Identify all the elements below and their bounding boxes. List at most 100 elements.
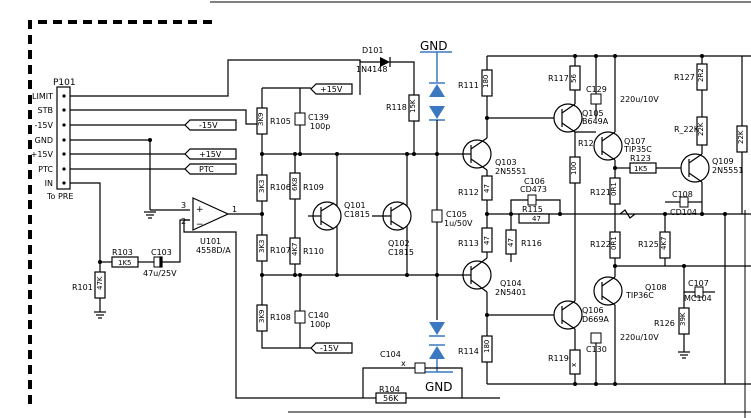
capacitor-c103: C103 47u/25V: [143, 219, 190, 278]
r110-value: 4K7: [291, 243, 299, 257]
connector-note: To PRE: [46, 192, 73, 201]
d101-ref: D101: [362, 46, 383, 55]
r118-value: 15K: [409, 99, 417, 113]
resistor-r120: 47 R116: [505, 214, 542, 262]
net-labels: -15V +15V PTC +15V -15V: [184, 83, 353, 354]
r118-ref: R118: [386, 103, 407, 112]
r127-value: 39K: [679, 312, 687, 326]
pin-label-stb: STB: [38, 106, 53, 115]
transistor-q109: Q109 2N5551: [680, 145, 743, 214]
capacitor-c108: C108 CD104: [665, 190, 702, 217]
svg-text:+: +: [196, 205, 204, 215]
c129-ref: C129: [586, 85, 607, 94]
c140-ref: C140: [308, 311, 329, 320]
output-node-crossing: [619, 209, 636, 219]
net-label-plus15: +15V: [199, 150, 222, 159]
transistor-q103: Q103 2N5551: [462, 137, 526, 176]
r22k-value: 22K: [737, 130, 745, 144]
d101-part: 1N4148: [356, 65, 387, 74]
r112-ref: R112: [458, 188, 479, 197]
r106-value: 3K3: [258, 180, 266, 194]
r109-ref: R109: [303, 183, 324, 192]
r104-ref: R104: [379, 385, 400, 394]
c107-value: MC104: [684, 294, 712, 303]
resistor-r109: 6K8 R109: [289, 172, 324, 200]
q107-part: TIP35C: [623, 145, 652, 154]
r125-value: 2R2: [697, 68, 705, 82]
pin-label-gnd: GND: [35, 136, 53, 145]
c103-value: 47u/25V: [143, 269, 177, 278]
r120-value: 47: [507, 238, 515, 247]
r119-value: 47: [532, 215, 541, 223]
r126-ref: R_22K: [674, 125, 700, 134]
r125-ref: R127: [674, 73, 695, 82]
capacitor-c106: C106 CD473: [510, 177, 561, 214]
r116-value: x: [570, 363, 578, 367]
r124-value: 4K7: [660, 237, 668, 251]
r104-value: 56K: [383, 394, 399, 403]
resistor-r123: R123 1K5: [615, 154, 682, 174]
c107-ref: C107: [688, 279, 709, 288]
pin-label-plus15: +15V: [31, 150, 54, 159]
resistor-22k: 22K: [736, 56, 748, 214]
net-label-minus15: -15V: [199, 121, 218, 130]
r109-value: 6K8: [291, 178, 299, 192]
r121-value: 0R1: [610, 182, 618, 196]
c108-ref: C108: [672, 190, 693, 199]
transistor-q101: Q101 C1815: [308, 154, 370, 275]
junction-dots: [98, 54, 727, 386]
c130-value: 220u/10V: [620, 333, 659, 342]
r105-ref: R105: [270, 117, 291, 126]
r101-value: 47K: [96, 276, 104, 290]
pin-label-minus15: -15V: [34, 121, 53, 130]
r123-ref: R123: [630, 154, 651, 163]
r107-ref: R107: [270, 246, 291, 255]
r116-ref: R119: [548, 354, 569, 363]
q105-ref: Q105: [582, 109, 604, 118]
r120-ref: R116: [521, 239, 542, 248]
r103-value: 1K5: [118, 259, 132, 267]
transistor-q102: Q102 C1815: [372, 154, 414, 275]
capacitor-c139: C139 100p: [294, 88, 330, 154]
r115-ref: R117: [548, 74, 569, 83]
board-outline-dashed: [28, 20, 215, 404]
c108-value: CD104: [670, 208, 697, 217]
q101-ref: Q101: [344, 201, 366, 210]
net-label-plus15-top: +15V: [320, 85, 343, 94]
r117-value: 100: [570, 162, 578, 175]
q106-ref: Q106: [582, 306, 604, 315]
q109-part: 2N5551: [712, 166, 743, 175]
transistor-q104: Q104 2N5401: [462, 257, 526, 297]
r108-value: 3K9: [258, 310, 266, 324]
opamp-pin-1: 1: [232, 205, 237, 214]
opamp-ref: U101: [200, 237, 221, 246]
transistor-q105: Q105 B649A: [487, 98, 609, 157]
r113-value: 47: [483, 236, 491, 245]
resistor-r118: 15K R118: [386, 94, 420, 154]
q108-part: TIP36C: [625, 291, 654, 300]
q104-part: 2N5401: [495, 288, 526, 297]
r127-ref: R126: [654, 319, 675, 328]
c139-value: 100p: [310, 122, 330, 131]
pin-label-ptc: PTC: [38, 165, 53, 174]
c140-value: 100p: [310, 320, 330, 329]
q104-ref: Q104: [500, 279, 522, 288]
r114-ref: R114: [458, 347, 479, 356]
r101-ref: R101: [72, 283, 93, 292]
feedback-wire: [183, 220, 363, 399]
c105-value: 1u/50V: [444, 219, 473, 228]
c105-ref: C105: [446, 210, 467, 219]
q106-part: D669A: [582, 315, 609, 324]
q102-part: C1815: [388, 248, 414, 257]
r119-ref: R115: [522, 205, 543, 214]
r108-ref: R108: [270, 313, 291, 322]
pin-label-in: IN: [45, 179, 53, 188]
